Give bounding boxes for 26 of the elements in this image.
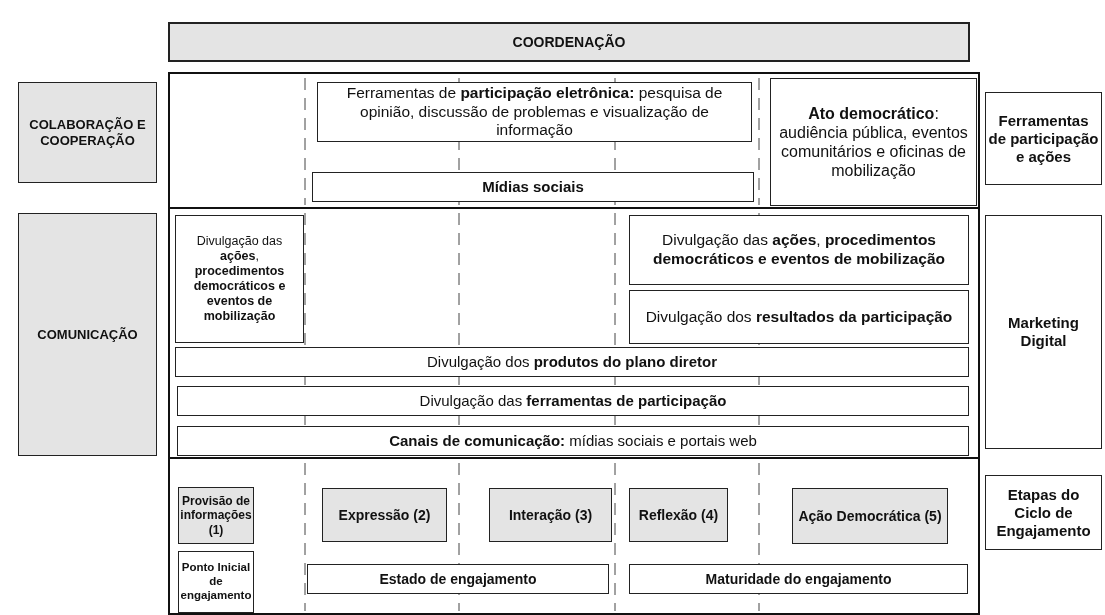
row-band bbox=[168, 207, 980, 459]
stage-box: Provisão de informações (1) bbox=[178, 487, 254, 544]
tool-box: Ferramentas de participação eletrônica: pesquisa de opinião, discussão de problemas e visualização de informação bbox=[317, 82, 752, 142]
start-box: Ponto Inicial de engajamento bbox=[178, 551, 254, 613]
heading-box: COORDENAÇÃO bbox=[168, 22, 970, 62]
stage-box: Reflexão (4) bbox=[629, 488, 728, 542]
stage-box: Interação (3) bbox=[489, 488, 612, 542]
stage-box: Ação Democrática (5) bbox=[792, 488, 948, 544]
row-band bbox=[168, 457, 980, 615]
outreach-box: Divulgação dos produtos do plano diretor bbox=[175, 347, 969, 377]
state-box: Maturidade do engajamento bbox=[629, 564, 968, 594]
action-box: Ato democrático: audiência pública, eventos comunitários e oficinas de mobilização bbox=[770, 78, 977, 206]
channel-box: Canais de comunicação: mídias sociais e portais web bbox=[177, 426, 969, 456]
stage-box: Expressão (2) bbox=[322, 488, 447, 542]
outreach-box: Divulgação das ações, procedimentos democráticos e eventos de mobilização bbox=[175, 215, 304, 343]
row-heading: COMUNICAÇÃO bbox=[18, 213, 157, 456]
side-heading: Marketing Digital bbox=[985, 215, 1102, 449]
outreach-box: Divulgação dos resultados da participação bbox=[629, 290, 969, 344]
row-heading: COLABORAÇÃO E COOPERAÇÃO bbox=[18, 82, 157, 183]
side-heading: Ferramentas de participação e ações bbox=[985, 92, 1102, 185]
row-band bbox=[168, 72, 980, 209]
social-box: Mídias sociais bbox=[312, 172, 754, 202]
side-heading: Etapas do Ciclo de Engajamento bbox=[985, 475, 1102, 550]
outreach-box: Divulgação das ferramentas de participação bbox=[177, 386, 969, 416]
state-box: Estado de engajamento bbox=[307, 564, 609, 594]
outreach-box: Divulgação das ações, procedimentos democráticos e eventos de mobilização bbox=[629, 215, 969, 285]
